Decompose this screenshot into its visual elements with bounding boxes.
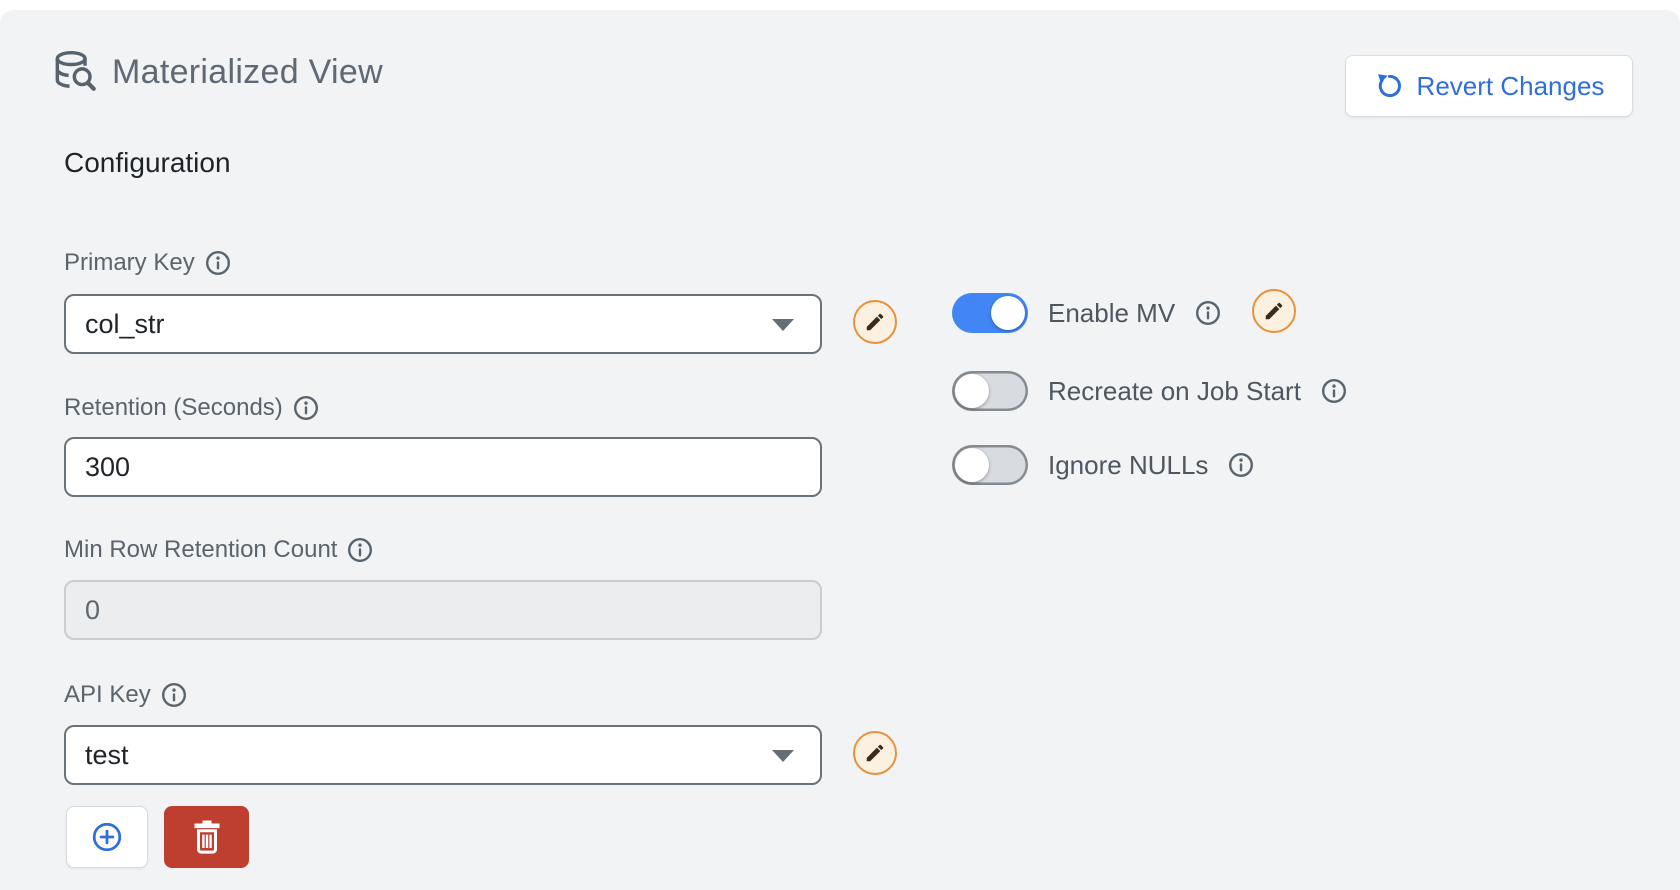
info-icon[interactable] (1321, 378, 1347, 404)
section-title: Configuration (64, 147, 231, 178)
pencil-icon (866, 744, 884, 762)
primary-key-value: col_str (85, 308, 165, 339)
chevron-down-icon (772, 750, 794, 762)
enable-mv-row: Enable MV (952, 292, 1221, 334)
primary-key-edit-button[interactable] (853, 300, 897, 344)
info-icon[interactable] (1195, 300, 1221, 326)
primary-key-label-text: Primary Key (64, 249, 195, 276)
retention-seconds-label: Retention (Seconds) (64, 393, 319, 423)
enable-mv-edit-button[interactable] (1252, 289, 1296, 333)
pencil-icon (1265, 302, 1283, 320)
primary-key-label: Primary Key (64, 248, 231, 278)
recreate-on-job-start-row: Recreate on Job Start (952, 370, 1347, 412)
ignore-nulls-label: Ignore NULLs (1048, 449, 1209, 480)
api-key-edit-button[interactable] (853, 731, 897, 775)
ignore-nulls-row: Ignore NULLs (952, 444, 1254, 486)
api-key-label: API Key (64, 680, 187, 710)
enable-mv-toggle[interactable] (952, 293, 1028, 333)
toggle-knob (991, 296, 1025, 330)
chevron-down-icon (772, 319, 794, 331)
enable-mv-label: Enable MV (1048, 297, 1176, 328)
min-row-retention-count-label-text: Min Row Retention Count (64, 536, 338, 563)
revert-changes-button[interactable]: Revert Changes (1345, 55, 1633, 117)
plus-circle-icon (92, 822, 122, 852)
toggle-knob (955, 374, 989, 408)
info-icon[interactable] (205, 250, 231, 276)
ignore-nulls-toggle[interactable] (952, 445, 1028, 485)
page-title: Materialized View (112, 53, 383, 91)
retention-seconds-input[interactable] (64, 437, 822, 497)
undo-icon (1377, 74, 1401, 98)
min-row-retention-count-label: Min Row Retention Count (64, 535, 373, 565)
info-icon[interactable] (347, 537, 373, 563)
database-search-icon (55, 50, 96, 91)
trash-icon (194, 820, 219, 854)
info-icon[interactable] (1228, 452, 1254, 478)
retention-seconds-label-text: Retention (Seconds) (64, 394, 283, 421)
pencil-icon (866, 313, 884, 331)
api-key-select[interactable]: test (64, 725, 822, 785)
info-icon[interactable] (161, 682, 187, 708)
primary-key-select[interactable]: col_str (64, 294, 822, 354)
info-icon[interactable] (293, 395, 319, 421)
api-key-label-text: API Key (64, 681, 151, 708)
add-api-key-button[interactable] (66, 806, 148, 868)
delete-api-key-button[interactable] (164, 806, 249, 868)
recreate-on-job-start-toggle[interactable] (952, 371, 1028, 411)
min-row-retention-count-input (64, 580, 822, 640)
toggle-knob (955, 448, 989, 482)
recreate-on-job-start-label: Recreate on Job Start (1048, 375, 1301, 406)
api-key-value: test (85, 739, 129, 770)
revert-changes-label: Revert Changes (1416, 70, 1605, 101)
